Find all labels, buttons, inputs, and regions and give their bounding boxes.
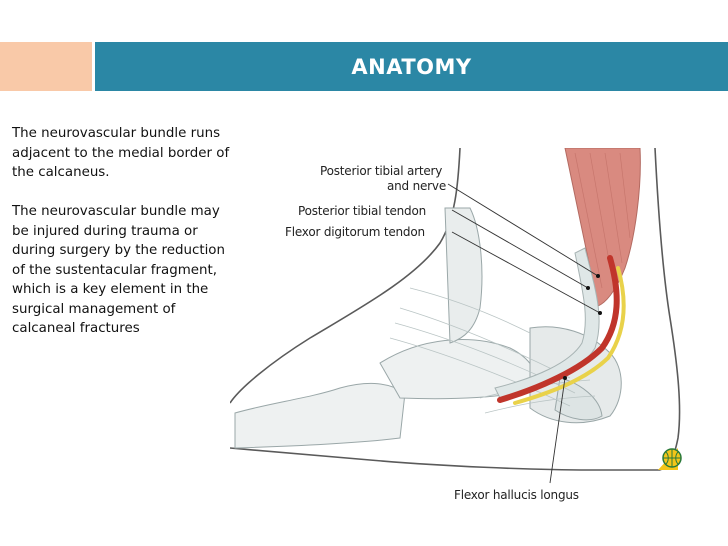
globe-logo-icon — [658, 448, 682, 470]
paragraph-2: The neurovascular bundle may be injured … — [12, 204, 225, 336]
header-divider — [92, 42, 95, 91]
leader-dots — [563, 274, 602, 380]
header-bar — [0, 42, 728, 91]
label-and-nerve: and nerve — [387, 179, 446, 193]
foot-anatomy-illustration — [230, 148, 682, 484]
header-accent-block — [0, 42, 92, 91]
sole-outline — [230, 447, 660, 471]
ligament-fibers — [389, 287, 596, 414]
skin-outline-back — [654, 148, 681, 471]
tendon-sheath — [494, 247, 600, 399]
slide-title: ANATOMY — [351, 54, 472, 79]
skin-outline — [230, 148, 461, 404]
flexor-tendon — [513, 266, 626, 405]
posterior-tibial-artery — [497, 255, 620, 403]
label-posterior-tibial-artery: Posterior tibial artery — [320, 164, 443, 178]
foot-bones — [234, 207, 622, 449]
body-text: The neurovascular bundle runs adjacent t… — [12, 124, 238, 339]
leader-lines — [447, 183, 601, 484]
paragraph-1: The neurovascular bundle runs adjacent t… — [12, 126, 230, 180]
label-flexor-digitorum-tendon: Flexor digitorum tendon — [285, 225, 425, 239]
label-flexor-hallucis-longus: Flexor hallucis longus — [454, 488, 579, 502]
label-posterior-tibial-tendon: Posterior tibial tendon — [298, 204, 426, 218]
calf-muscle — [564, 148, 641, 307]
